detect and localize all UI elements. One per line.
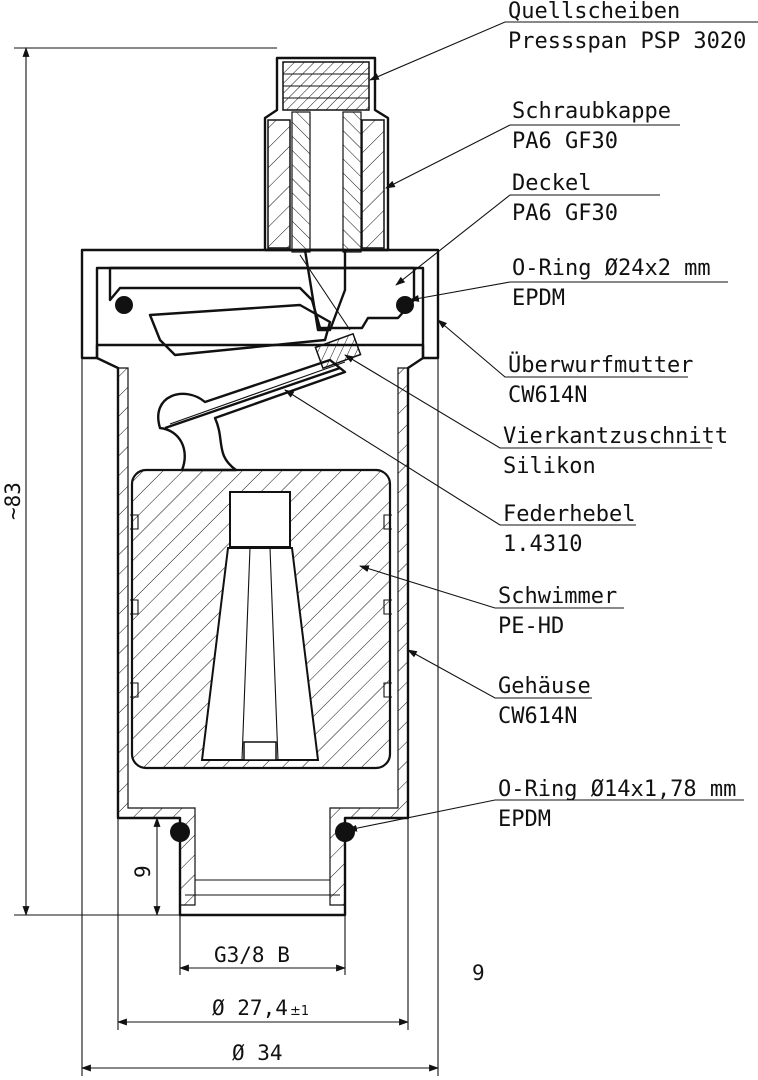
callout-vierkantzuschnitt-material: Silikon	[503, 454, 596, 479]
thread-length-dimension: 9	[131, 865, 155, 878]
callout-schraubkappe-name: Schraubkappe	[512, 99, 671, 124]
body-diameter-dimension: Ø 27,4	[212, 996, 288, 1020]
callout-ueberwurfmutter-name: Überwurfmutter	[508, 352, 693, 378]
schraubkappe-part	[263, 56, 390, 253]
schwimmer-part	[130, 468, 392, 770]
deckel-part	[108, 248, 416, 332]
callout-o-ring-bottom-material: EPDM	[498, 807, 551, 832]
page-number: 9	[472, 961, 485, 985]
thread-dimension: G3/8 B	[214, 943, 290, 967]
dimension-lines	[14, 47, 439, 1076]
callout-vierkantzuschnitt-name: Vierkantzuschnitt	[503, 424, 728, 449]
callout-ueberwurfmutter-material: CW614N	[508, 383, 587, 408]
o-ring-top-left	[115, 296, 133, 314]
height-dimension: ~83	[1, 482, 25, 520]
callout-o-ring-bottom-name: O-Ring Ø14x1,78 mm	[498, 777, 736, 802]
callout-deckel-name: Deckel	[512, 171, 591, 196]
dimension-texts: ~83 9 G3/8 B Ø 27,4 ±1 Ø 34 9	[1, 482, 485, 1065]
callout-schwimmer-material: PE-HD	[498, 614, 564, 639]
callout-o-ring-top-name: O-Ring Ø24x2 mm	[512, 256, 711, 281]
callout-schraubkappe-material: PA6 GF30	[512, 129, 618, 154]
o-ring-bottom-left	[170, 822, 190, 842]
callout-federhebel-name: Federhebel	[503, 502, 635, 527]
callout-quellscheiben-material: Pressspan PSP 3020	[508, 29, 746, 54]
nut-diameter-dimension: Ø 34	[232, 1041, 283, 1065]
valve-cross-section	[80, 56, 440, 917]
o-ring-bottom-right	[335, 822, 355, 842]
federhebel-part	[148, 303, 362, 472]
callout-schwimmer-name: Schwimmer	[498, 584, 617, 609]
callout-o-ring-top-material: EPDM	[512, 286, 565, 311]
callout-quellscheiben-name: Quellscheiben	[508, 0, 680, 24]
leader-lines	[284, 21, 758, 832]
body-diameter-tolerance: ±1	[290, 1004, 309, 1019]
callout-federhebel-material: 1.4310	[503, 532, 582, 557]
callout-gehaeuse-name: Gehäuse	[498, 674, 591, 699]
callout-deckel-material: PA6 GF30	[512, 201, 618, 226]
callout-gehaeuse-material: CW614N	[498, 704, 577, 729]
ueberwurfmutter-part	[80, 248, 440, 360]
callout-labels: Quellscheiben Pressspan PSP 3020 Schraub…	[498, 0, 746, 832]
o-ring-top-right	[396, 296, 414, 314]
